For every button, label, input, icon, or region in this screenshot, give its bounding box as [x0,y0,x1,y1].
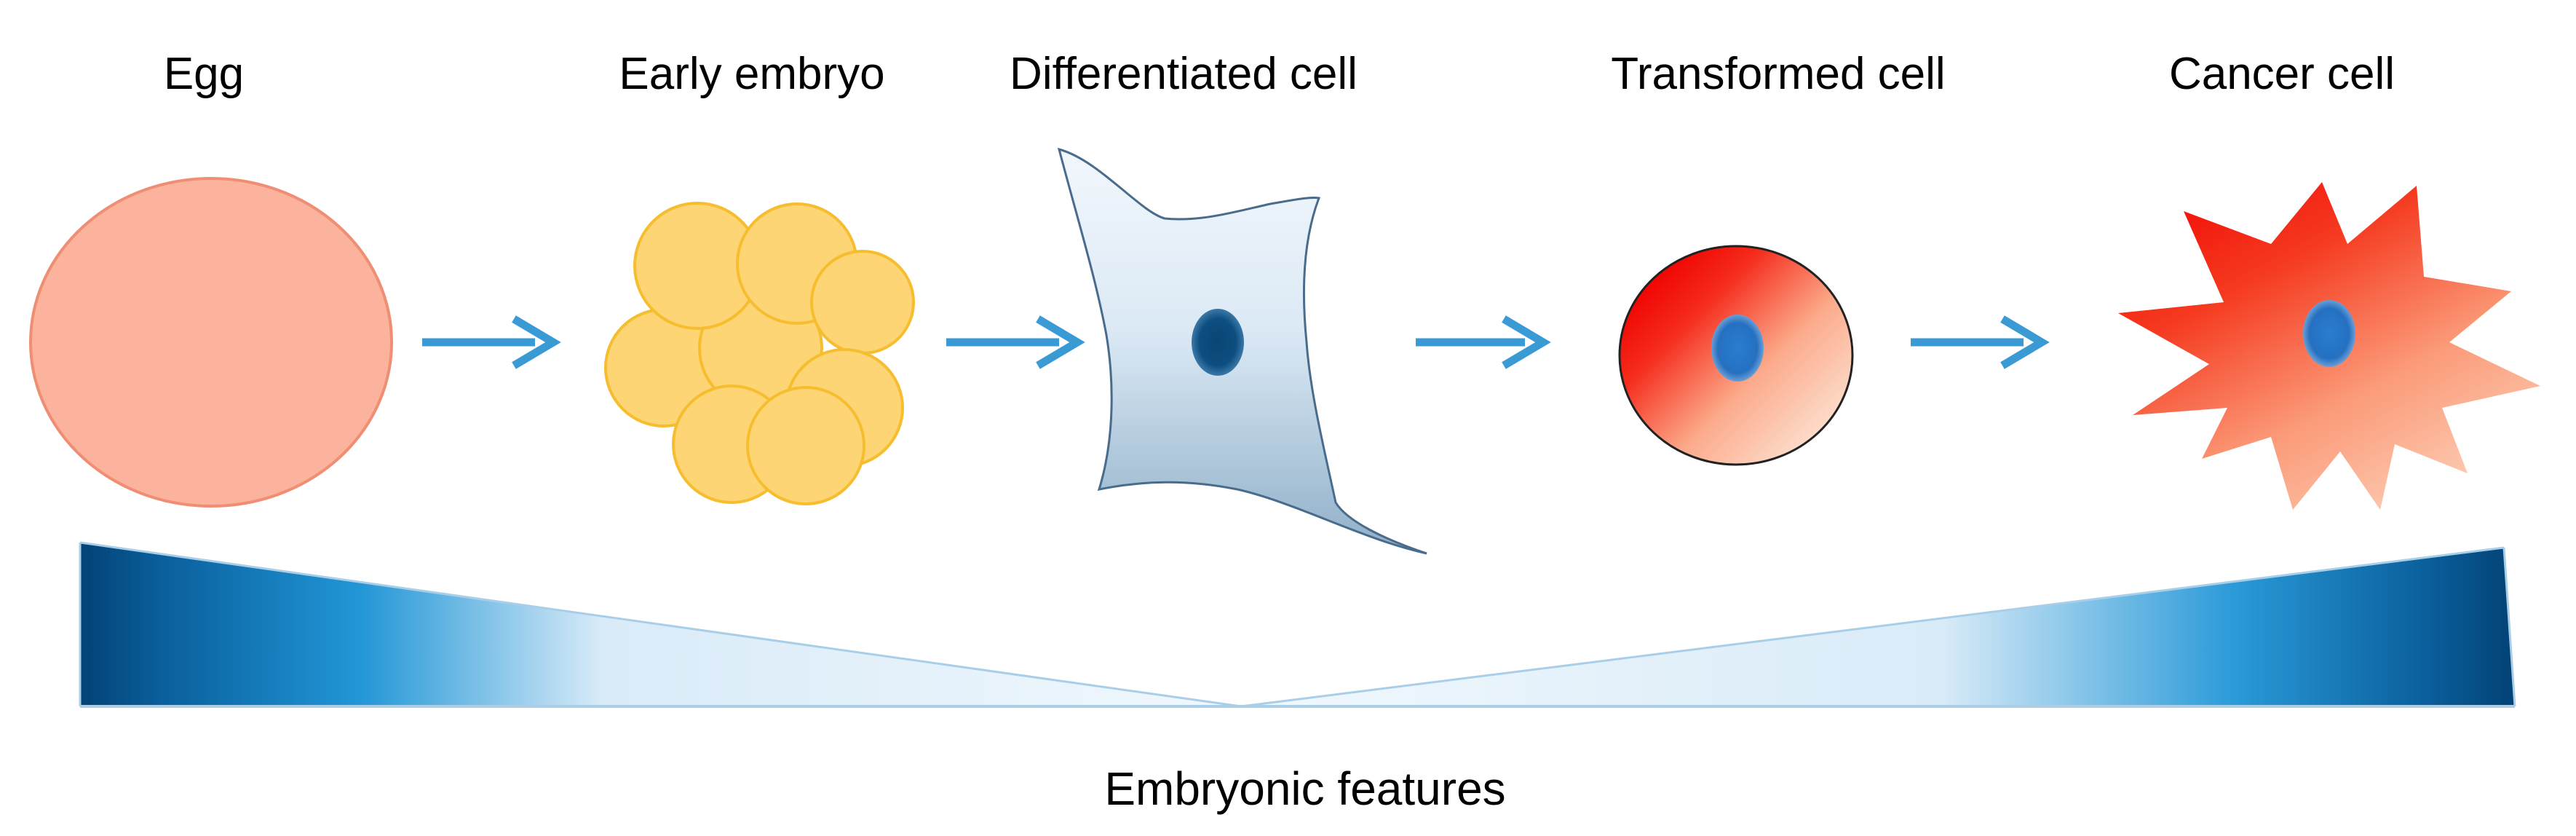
stage-label-cancer-cell: Cancer cell [2169,49,2395,99]
arrow-embryo-to-differentiated [946,315,1085,369]
embryonic-features-label: Embryonic features [1104,762,1505,815]
stage-label-early-embryo: Early embryo [619,49,884,99]
early-embryo-cluster [604,202,915,505]
arrow-differentiated-to-transformed [1416,315,1551,369]
egg-cell [29,177,393,508]
transformed-nucleus [1711,315,1764,382]
stage-label-differentiated-cell: Differentiated cell [1010,49,1358,99]
differentiated-nucleus [1192,309,1244,376]
arrow-egg-to-embryo [422,315,561,369]
stage-label-transformed-cell: Transformed cell [1611,49,1945,99]
stage-label-egg: Egg [164,49,244,99]
cancer-nucleus [2303,300,2355,367]
embryonic-features-gradient-bar [79,541,2516,708]
arrow-transformed-to-cancer [1911,315,2050,369]
